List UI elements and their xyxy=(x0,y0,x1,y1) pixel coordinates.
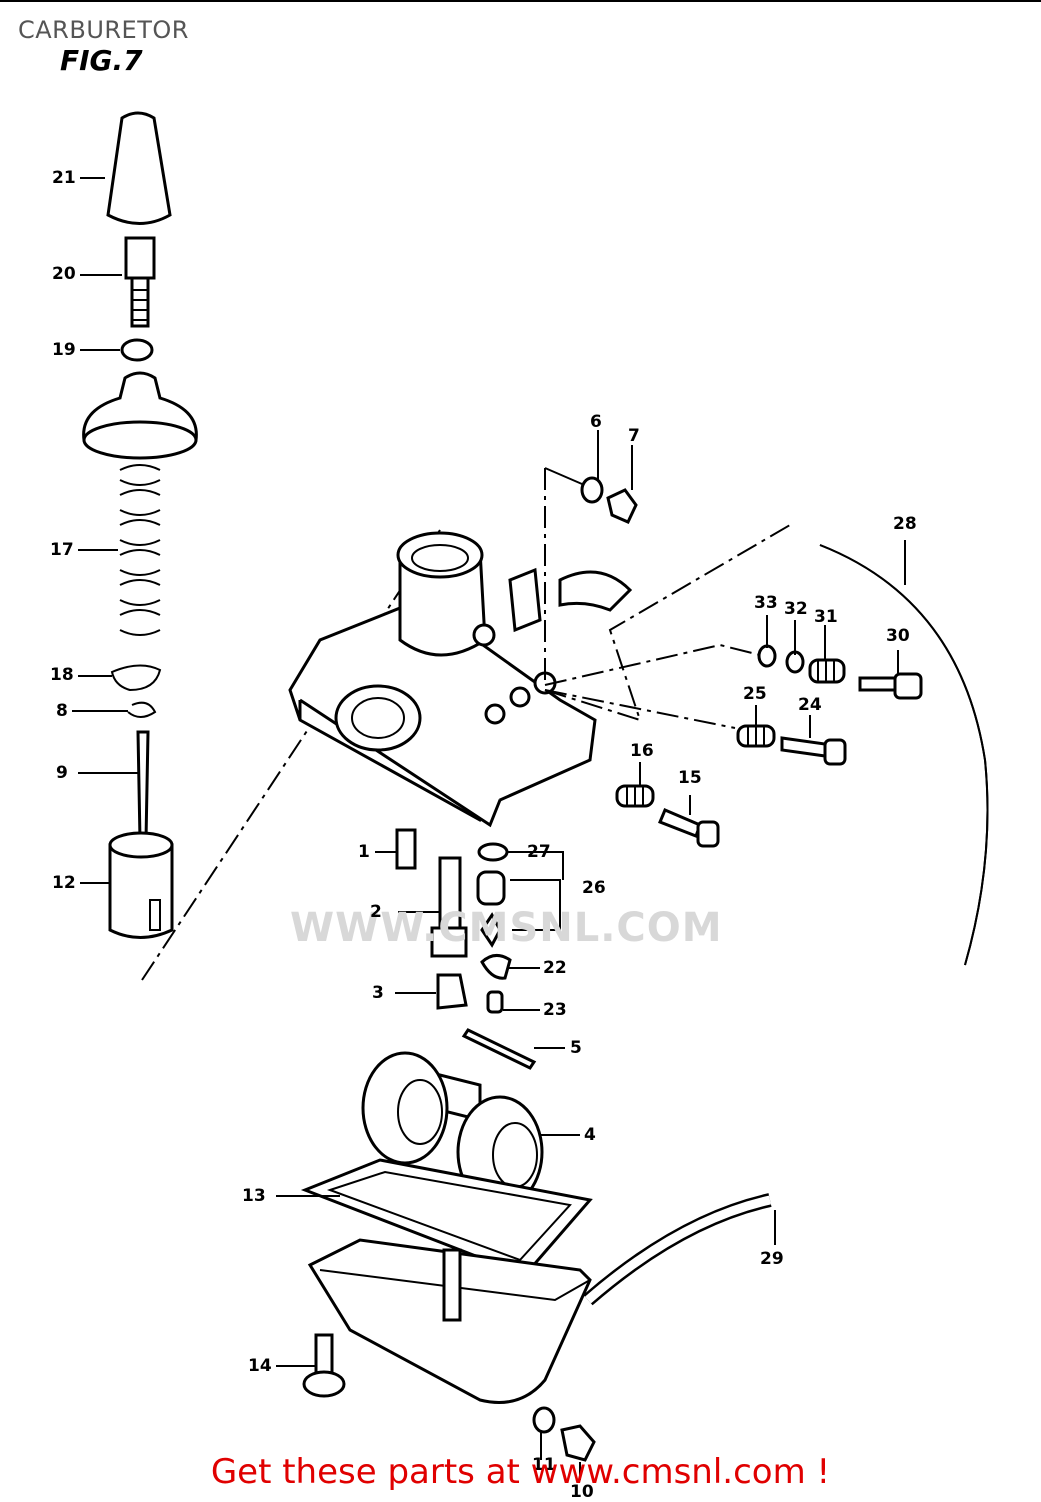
part-9-needle[interactable] xyxy=(136,730,150,842)
part-20-adjuster[interactable] xyxy=(124,236,156,328)
callout-2: 2 xyxy=(370,902,382,922)
callout-1: 1 xyxy=(358,842,370,862)
part-7-screw[interactable] xyxy=(606,488,638,524)
callout-4: 4 xyxy=(584,1125,596,1145)
part-30-screw[interactable] xyxy=(858,672,923,700)
callout-23: 23 xyxy=(543,1000,567,1020)
part-13-gasket[interactable] xyxy=(300,1158,593,1277)
part-33-washer[interactable] xyxy=(757,644,777,668)
part-12-throttle-valve[interactable] xyxy=(108,831,174,939)
part-15-screw[interactable] xyxy=(658,808,720,848)
part-17-top-and-spring[interactable] xyxy=(82,371,198,636)
callout-33: 33 xyxy=(754,593,778,613)
part-19-nut[interactable] xyxy=(120,338,154,362)
part-29-tube[interactable] xyxy=(583,1193,772,1306)
page-title: CARBURETOR xyxy=(18,16,189,44)
callout-25: 25 xyxy=(743,684,767,704)
carburetor-body[interactable] xyxy=(288,531,633,828)
callout-24: 24 xyxy=(798,695,822,715)
part-4-float[interactable] xyxy=(361,1051,544,1209)
callout-5: 5 xyxy=(570,1038,582,1058)
callout-31: 31 xyxy=(814,607,838,627)
footer-link[interactable]: Get these parts at www.cmsnl.com ! xyxy=(210,1452,831,1492)
callout-30: 30 xyxy=(886,626,910,646)
callout-19: 19 xyxy=(52,340,76,360)
part-26-float-valve[interactable] xyxy=(476,851,564,948)
callout-10: 10 xyxy=(570,1482,594,1502)
figure-label: FIG.7 xyxy=(60,44,143,77)
part-23-screw[interactable] xyxy=(486,990,504,1014)
part-28-tube[interactable] xyxy=(819,544,989,966)
callout-8: 8 xyxy=(56,701,68,721)
callout-18: 18 xyxy=(50,665,74,685)
callout-27: 27 xyxy=(527,842,551,862)
part-18-clip[interactable] xyxy=(110,664,162,692)
callout-20: 20 xyxy=(52,264,76,284)
part-27-ring[interactable] xyxy=(477,842,509,862)
float-bowl[interactable] xyxy=(307,1238,592,1404)
callout-9: 9 xyxy=(56,763,68,783)
watermark: WWW.CMSNL.COM xyxy=(290,905,723,951)
part-16-spring[interactable] xyxy=(615,784,655,808)
callout-21: 21 xyxy=(52,168,76,188)
callout-13: 13 xyxy=(242,1186,266,1206)
part-6-washer[interactable] xyxy=(580,476,604,504)
callout-32: 32 xyxy=(784,599,808,619)
callout-22: 22 xyxy=(543,958,567,978)
leader-lines xyxy=(72,177,906,1480)
part-1-jet[interactable] xyxy=(395,828,417,870)
part-3-main-jet[interactable] xyxy=(436,973,468,1010)
part-14-drain-screw[interactable] xyxy=(302,1333,346,1398)
callout-15: 15 xyxy=(678,768,702,788)
callout-3: 3 xyxy=(372,983,384,1003)
callout-28: 28 xyxy=(893,514,917,534)
callout-12: 12 xyxy=(52,873,76,893)
part-11-washer[interactable] xyxy=(532,1406,556,1434)
callout-29: 29 xyxy=(760,1249,784,1269)
callout-7: 7 xyxy=(628,426,640,446)
callout-11: 11 xyxy=(532,1455,556,1475)
assembly-line xyxy=(141,529,441,981)
part-24-screw[interactable] xyxy=(780,736,847,766)
callout-16: 16 xyxy=(630,741,654,761)
callout-26: 26 xyxy=(582,878,606,898)
part-8-clip[interactable] xyxy=(127,701,157,718)
callout-6: 6 xyxy=(590,412,602,432)
part-31-spring[interactable] xyxy=(808,658,846,684)
part-22-clip[interactable] xyxy=(480,954,512,980)
callout-14: 14 xyxy=(248,1356,272,1376)
top-rule xyxy=(0,0,1041,2)
part-2-needle-jet[interactable] xyxy=(430,856,468,958)
part-5-pin[interactable] xyxy=(461,1028,537,1070)
part-25-spring[interactable] xyxy=(736,724,776,748)
part-10-screw[interactable] xyxy=(560,1424,596,1462)
part-21-cap[interactable] xyxy=(106,111,172,225)
callout-17: 17 xyxy=(50,540,74,560)
